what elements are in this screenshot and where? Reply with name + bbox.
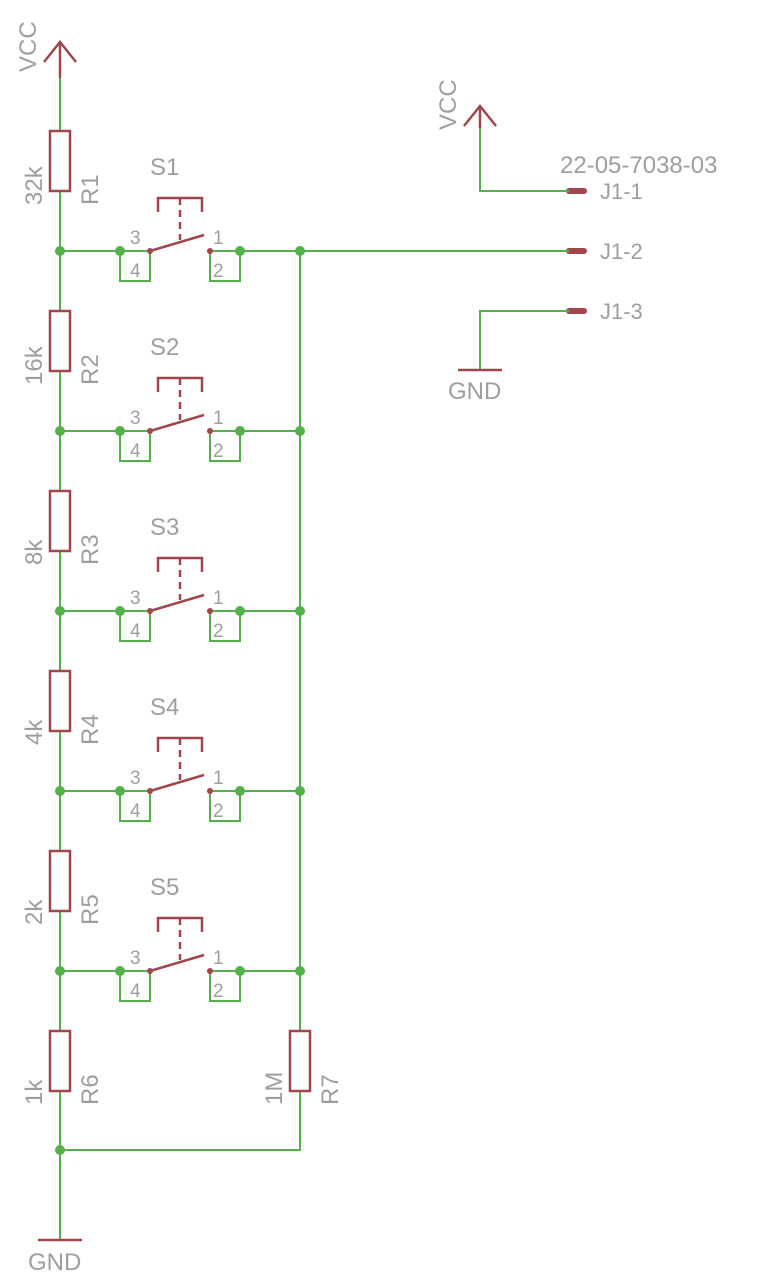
switch-s1: S1 3 1 4 2 — [60, 154, 300, 282]
resistor-name: R1 — [77, 174, 104, 205]
resistor-value: 1M — [261, 1072, 288, 1105]
switch-pin-3: 3 — [130, 408, 141, 429]
connector-part-number: 22-05-7038-03 — [560, 152, 717, 179]
gnd-bottom-label: GND — [28, 1249, 81, 1276]
switch-pin-4: 4 — [130, 981, 141, 1002]
r7-return-wire — [60, 1092, 301, 1151]
switch-pin-1: 1 — [213, 228, 224, 249]
switch-pin-2: 2 — [213, 261, 224, 282]
resistor-value: 32k — [21, 165, 48, 205]
gnd-connector-label: GND — [448, 378, 501, 405]
resistor-name: R4 — [77, 714, 104, 745]
switch-s2: S2 3 1 4 2 — [60, 334, 300, 462]
resistor-r5: 2k R5 — [21, 849, 104, 925]
resistor-r7: 1M R7 — [261, 1029, 344, 1105]
switch-name: S1 — [150, 154, 179, 181]
connector-j1: VCC GND 22-05-7038-03 J1-1 J1-2 J1-3 — [435, 79, 717, 405]
switch-pin-3: 3 — [130, 948, 141, 969]
switch-pin-1: 1 — [213, 948, 224, 969]
switch-pin-4: 4 — [130, 621, 141, 642]
switch-pin-3: 3 — [130, 768, 141, 789]
switch-pin-2: 2 — [213, 441, 224, 462]
resistor-value: 16k — [21, 345, 48, 385]
switch-pin-1: 1 — [213, 588, 224, 609]
switch-pin-3: 3 — [130, 228, 141, 249]
resistor-r4: 4k R4 — [21, 669, 104, 745]
resistor-name: R7 — [317, 1074, 344, 1105]
junctions — [55, 246, 305, 1155]
resistor-r6: 1k R6 — [21, 1029, 104, 1105]
switch-pin-2: 2 — [213, 981, 224, 1002]
gnd-bottom-symbol: GND — [28, 1238, 82, 1276]
resistor-value: 8k — [21, 539, 48, 565]
switch-pin-4: 4 — [130, 261, 141, 282]
switch-pin-4: 4 — [130, 801, 141, 822]
switch-pin-1: 1 — [213, 408, 224, 429]
resistor-name: R3 — [77, 534, 104, 565]
connector-pin-label: J1-1 — [600, 179, 643, 204]
switch-pin-2: 2 — [213, 621, 224, 642]
switch-s5: S5 3 1 4 2 — [60, 874, 300, 1002]
switch-name: S5 — [150, 874, 179, 901]
switch-name: S2 — [150, 334, 179, 361]
resistor-r1: 32k R1 — [21, 129, 104, 205]
resistor-value: 2k — [21, 899, 48, 925]
switch-s4: S4 3 1 4 2 — [60, 694, 300, 822]
switch-pin-1: 1 — [213, 768, 224, 789]
resistor-r2: 16k R2 — [21, 309, 104, 385]
resistor-name: R6 — [77, 1074, 104, 1105]
connector-pin-label: J1-3 — [600, 299, 643, 324]
vcc-left-symbol: VCC — [15, 21, 77, 78]
resistor-value: 1k — [21, 1079, 48, 1105]
connector-pin-label: J1-2 — [600, 239, 643, 264]
resistor-value: 4k — [21, 719, 48, 745]
switch-pin-3: 3 — [130, 588, 141, 609]
resistor-name: R5 — [77, 894, 104, 925]
resistor-name: R2 — [77, 354, 104, 385]
resistor-r3: 8k R3 — [21, 489, 104, 565]
switch-pin-2: 2 — [213, 801, 224, 822]
switch-name: S3 — [150, 514, 179, 541]
switch-pin-4: 4 — [130, 441, 141, 462]
switch-name: S4 — [150, 694, 179, 721]
switch-s3: S3 3 1 4 2 — [60, 514, 300, 642]
vcc-right-label: VCC — [435, 79, 462, 130]
vcc-left-label: VCC — [15, 21, 42, 72]
